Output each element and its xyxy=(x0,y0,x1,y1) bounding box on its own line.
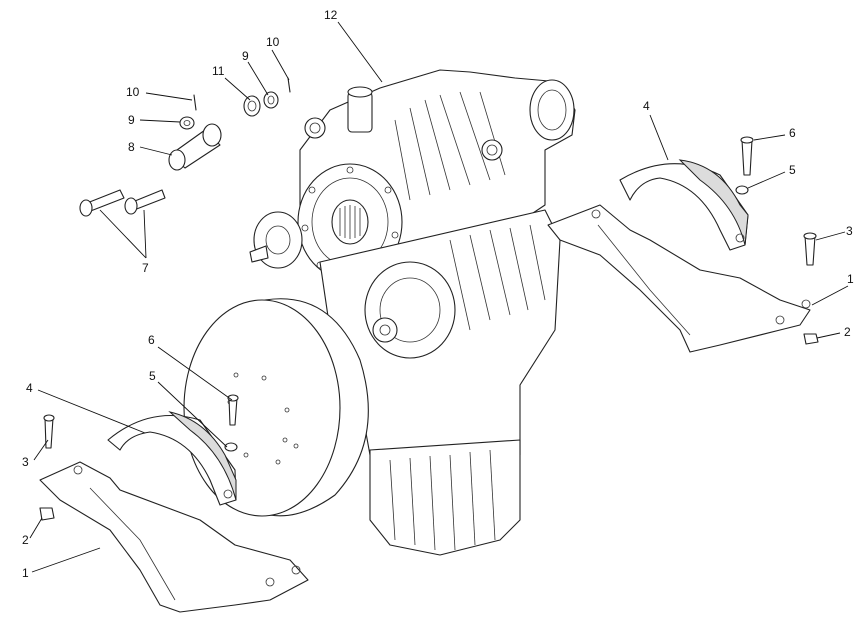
callout-label: 2 xyxy=(844,325,851,339)
callout-label: 5 xyxy=(149,369,156,383)
transmission-housing xyxy=(249,69,576,556)
callout-label: 12 xyxy=(324,8,338,22)
callout-label: 2 xyxy=(22,533,29,547)
callout-label: 6 xyxy=(789,126,796,140)
callout-label: 1 xyxy=(847,272,854,286)
callout-label: 4 xyxy=(643,99,650,113)
callout-labels: 12 10 9 11 10 9 8 7 4 6 5 3 1 2 6 5 4 3 … xyxy=(22,8,854,580)
callout-label: 9 xyxy=(242,49,249,63)
callout-label: 4 xyxy=(26,381,33,395)
left-clamp-cap xyxy=(107,411,237,506)
callout-label: 11 xyxy=(212,64,225,78)
callout-label: 5 xyxy=(789,163,796,177)
callout-label: 10 xyxy=(126,85,140,99)
left-mount-bracket xyxy=(39,461,309,613)
callout-label: 7 xyxy=(142,261,149,275)
callout-label: 10 xyxy=(266,35,280,49)
right-mount-bracket xyxy=(547,204,811,353)
callout-label: 1 xyxy=(22,566,29,580)
callout-label: 3 xyxy=(846,224,853,238)
right-clamp-cap xyxy=(619,159,749,251)
callout-label: 9 xyxy=(128,113,135,127)
leader-lines xyxy=(29,21,849,573)
callout-label: 6 xyxy=(148,333,155,347)
small-parts xyxy=(39,77,819,521)
callout-label: 8 xyxy=(128,140,135,154)
callout-label: 3 xyxy=(22,455,29,469)
